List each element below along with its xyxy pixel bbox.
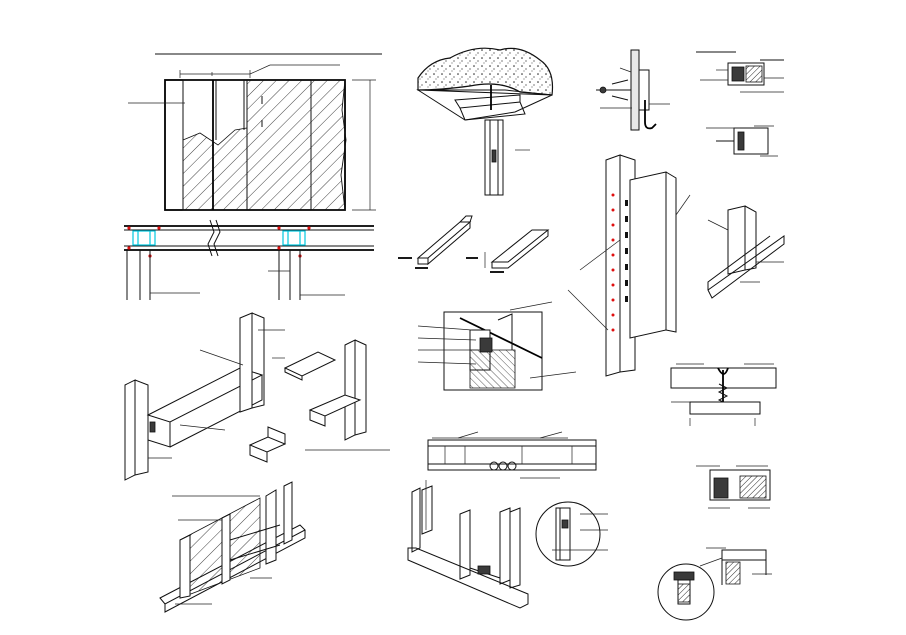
horizontal-section-detail	[427, 431, 597, 479]
ceiling-hanger-detail	[416, 47, 554, 196]
wall-corner-section-detail	[417, 301, 577, 391]
stud-frame-isometric-detail	[407, 480, 608, 609]
wall-elevation-detail	[128, 53, 382, 211]
isometric-beam-frame-detail	[124, 312, 390, 481]
top-track-detail	[696, 51, 784, 157]
wall-anchor-detail	[596, 49, 670, 131]
wall-plan-section-detail	[124, 219, 374, 300]
tall-stud-detail	[567, 154, 691, 377]
board-joint-screw-detail	[670, 363, 777, 426]
stud-track-base-detail	[707, 205, 785, 299]
door-jamb-detail	[696, 465, 771, 509]
channel-profiles-detail	[398, 215, 550, 273]
corner-callout-detail	[657, 547, 772, 621]
wall-panel-isometric-detail	[159, 481, 306, 613]
